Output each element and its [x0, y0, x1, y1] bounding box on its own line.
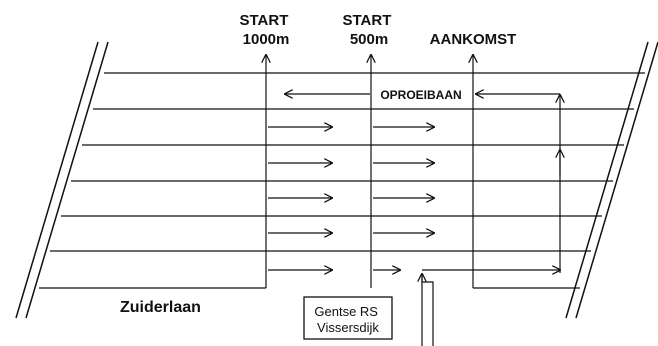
race-arrows [268, 127, 434, 270]
start-1000m-label: START 1000m [239, 12, 292, 48]
left-bank [15, 41, 109, 319]
right-bank [565, 41, 658, 319]
warmup-lane-label: OPROEIBAAN [380, 88, 461, 102]
finish-label: AANKOMST [430, 31, 517, 48]
club-label: Gentse RS Vissersdijk [314, 304, 381, 335]
start-500m-label: START 500m [342, 12, 395, 48]
street-label: Zuiderlaan [120, 299, 201, 316]
entry-route [422, 270, 560, 346]
club-box [303, 296, 393, 340]
lane-lines [39, 72, 645, 289]
marker-lines [266, 55, 473, 288]
